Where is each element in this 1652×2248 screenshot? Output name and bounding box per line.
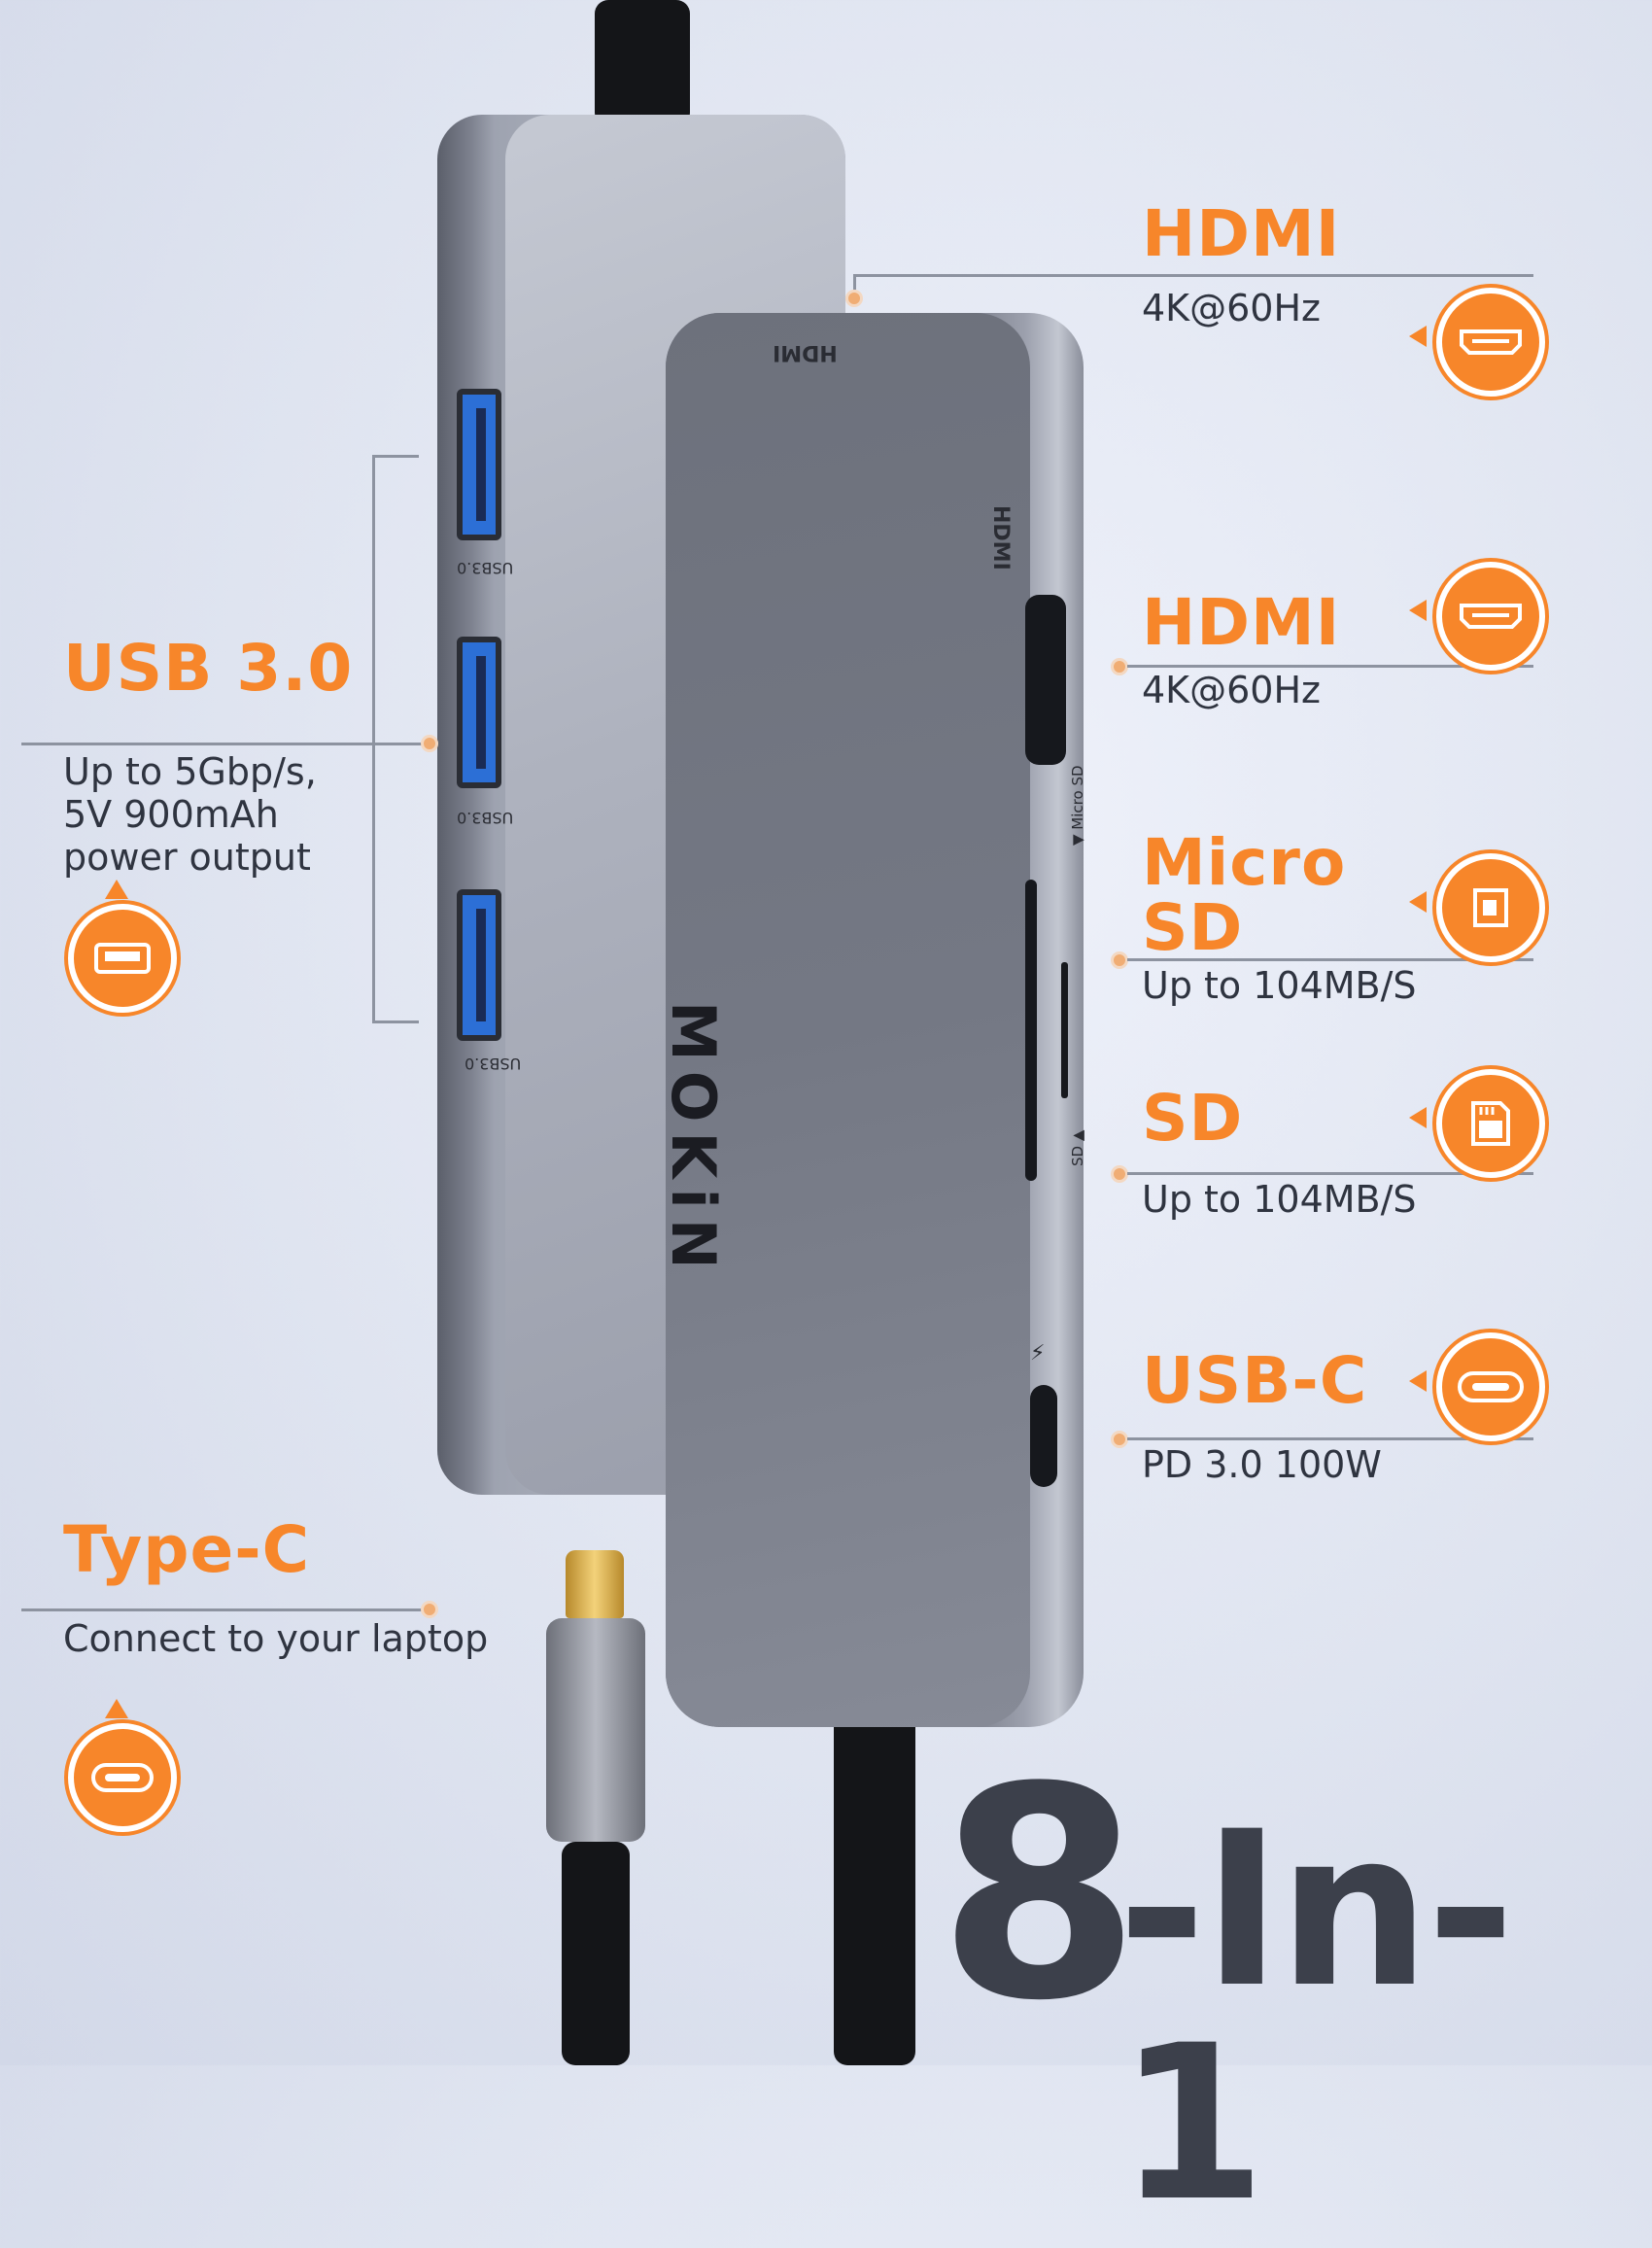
hdmi-port [1025, 595, 1066, 765]
usb-bracket-vertical [372, 455, 375, 1023]
feature-subtitle-hdmi-2: 4K@60Hz [1142, 669, 1321, 711]
callout-line-usb-c [1127, 1437, 1533, 1440]
callout-line-hdmi-2 [1127, 665, 1533, 668]
hub-side-hdmi-label: HDMI [988, 505, 1013, 571]
hdmi-icon [1460, 604, 1522, 629]
type-c-connector-tip [566, 1550, 624, 1618]
top-cable [595, 0, 690, 126]
callout-dot-usb-3 [421, 735, 438, 752]
pd-icon: ⚡ [1030, 1341, 1046, 1366]
usb-bracket-bottom [372, 1020, 419, 1023]
callout-line-micro-sd [1127, 958, 1533, 961]
feature-title-usb-c: USB-C [1142, 1343, 1368, 1418]
callout-line-usb-3 [21, 743, 430, 745]
usb-c-port [1030, 1385, 1057, 1487]
feature-title-hdmi-1: HDMI [1142, 196, 1341, 271]
sd-card-icon [1471, 1101, 1510, 1146]
arrow-type-c [105, 1699, 128, 1718]
feature-subtitle-usb-3-line1: Up to 5Gbp/s, [63, 750, 317, 793]
badge-hdmi-2 [1436, 562, 1545, 671]
feature-subtitle-usb-3-line3: power output [63, 836, 311, 879]
usb-port-label-2: USB3.0 [457, 809, 514, 827]
callout-dot-hdmi-1 [845, 290, 863, 307]
hub-top-hdmi-label: HDMI [773, 340, 838, 364]
usb-port-1 [457, 389, 501, 540]
arrow-micro-sd [1409, 891, 1427, 913]
feature-title-hdmi-2: HDMI [1142, 585, 1341, 660]
callout-leader-hdmi-1 [853, 276, 856, 290]
arrow-usb-c [1409, 1370, 1427, 1392]
headline-number: 8 [938, 1725, 1141, 2064]
badge-usb-c [1436, 1332, 1545, 1441]
feature-title-micro-sd-line2: SD [1142, 890, 1244, 965]
arrow-hdmi-2 [1409, 600, 1427, 621]
micro-sd-slot-label: ▼ Micro SD [1069, 765, 1086, 846]
usb-port-3 [457, 889, 501, 1041]
bottom-cable [834, 1711, 915, 2065]
usb-port-2 [457, 637, 501, 788]
arrow-hdmi-1 [1409, 326, 1427, 347]
usb-a-icon [94, 943, 151, 974]
callout-line-type-c [21, 1608, 430, 1611]
badge-hdmi-1 [1436, 288, 1545, 397]
feature-subtitle-usb-c: PD 3.0 100W [1142, 1443, 1382, 1486]
feature-subtitle-hdmi-1: 4K@60Hz [1142, 287, 1321, 329]
type-c-connector-body [546, 1618, 645, 1842]
badge-type-c [68, 1723, 177, 1832]
usb-c-icon [1458, 1371, 1524, 1402]
callout-dot-usb-c [1111, 1431, 1128, 1448]
usb-port-label-1: USB3.0 [457, 559, 514, 577]
feature-title-type-c: Type-C [63, 1512, 311, 1587]
feature-subtitle-type-c: Connect to your laptop [63, 1617, 489, 1660]
feature-subtitle-micro-sd: Up to 104MB/S [1142, 964, 1417, 1007]
callout-dot-micro-sd [1111, 951, 1128, 969]
usb-port-label-3: USB3.0 [465, 1055, 522, 1073]
feature-title-micro-sd-line1: Micro [1142, 825, 1347, 900]
callout-dot-type-c [421, 1601, 438, 1618]
arrow-usb-3 [105, 880, 128, 899]
callout-line-hdmi-1 [853, 274, 1533, 277]
usb-c-icon [91, 1763, 154, 1792]
arrow-sd [1409, 1107, 1427, 1128]
badge-sd [1436, 1069, 1545, 1178]
callout-line-sd [1127, 1172, 1533, 1175]
hdmi-icon [1460, 329, 1522, 355]
headline-text: -In-1 [1118, 1785, 1515, 2248]
micro-sd-icon [1473, 888, 1508, 927]
feature-title-usb-3: USB 3.0 [63, 631, 354, 706]
hub-brand-logo: MOKiN [658, 1001, 729, 1279]
badge-usb-3 [68, 904, 177, 1013]
sd-slot [1025, 880, 1037, 1181]
type-c-cable [562, 1842, 630, 2065]
callout-dot-sd [1111, 1165, 1128, 1183]
usb-bracket-top [372, 455, 419, 458]
badge-micro-sd [1436, 853, 1545, 962]
micro-sd-slot [1061, 962, 1068, 1098]
hub-front-face [666, 313, 1030, 1727]
feature-title-sd: SD [1142, 1081, 1244, 1156]
sd-slot-label: SD ▲ [1069, 1129, 1086, 1166]
feature-subtitle-sd: Up to 104MB/S [1142, 1178, 1417, 1221]
feature-subtitle-usb-3-line2: 5V 900mAh [63, 793, 279, 836]
callout-dot-hdmi-2 [1111, 658, 1128, 675]
